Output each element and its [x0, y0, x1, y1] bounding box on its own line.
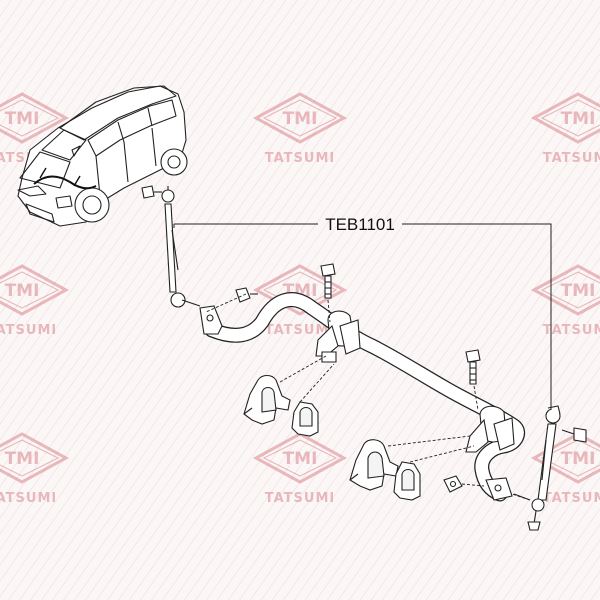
watermark-logo: TMI TATSUMI — [530, 264, 600, 338]
clamp-exploded-upper — [243, 374, 291, 425]
part-number-label: TEB1101 — [325, 215, 395, 234]
watermark-logo-text: TMI — [5, 449, 40, 469]
mounted-bushing-upper — [315, 310, 361, 363]
mounted-bushing-lower — [465, 405, 515, 453]
watermark-brand-text: TATSUMI — [265, 491, 335, 506]
watermark-logo: TMI TATSUMI — [0, 264, 70, 338]
watermark-brand-text: TATSUMI — [265, 151, 335, 166]
clamp-exploded-lower — [349, 439, 399, 491]
watermark-logo-text: TMI — [561, 281, 596, 301]
watermark-logo: TMI TATSUMI — [530, 92, 600, 166]
stabilizer-link-left — [141, 185, 201, 308]
stabilizer-link-right — [513, 405, 561, 531]
watermark-logo-text: TMI — [561, 109, 596, 129]
callout-leader-line-right — [402, 223, 552, 410]
bolt-upper — [320, 263, 336, 299]
watermark-brand-text: TATSUMI — [0, 323, 57, 338]
watermark-brand-text: TATSUMI — [543, 323, 600, 338]
watermark-logo-text: TMI — [283, 109, 318, 129]
watermark-brand-text: TATSUMI — [543, 491, 600, 506]
watermark-logo: TMI TATSUMI — [530, 432, 600, 506]
watermark-logo-text: TMI — [283, 449, 318, 469]
nut-lower-right — [443, 475, 463, 493]
assembly-lines — [205, 293, 531, 501]
watermark-brand-text: TATSUMI — [0, 491, 57, 506]
watermark-logo-text: TMI — [5, 109, 40, 129]
car-illustration — [17, 85, 188, 227]
bar-end-bracket-right — [485, 477, 513, 501]
bar-end-bracket-left — [199, 305, 223, 335]
stabilizer-bar — [204, 292, 526, 502]
callout: TEB1101 — [173, 215, 552, 410]
watermark-logo: TMI TATSUMI — [0, 432, 70, 506]
watermark-logo: TMI TATSUMI — [252, 92, 348, 166]
bolt-lower — [465, 349, 481, 385]
watermark-brand-text: TATSUMI — [543, 151, 600, 166]
watermark-logo-text: TMI — [5, 281, 40, 301]
watermark-brand-text: TATSUMI — [265, 323, 335, 338]
watermark-logo: TMI TATSUMI — [252, 432, 348, 506]
bushing-exploded-lower — [393, 461, 421, 501]
bolt-right — [561, 427, 587, 443]
watermark-logo-text: TMI — [561, 449, 596, 469]
bushing-exploded-upper — [291, 401, 319, 437]
nut-left — [235, 287, 258, 303]
